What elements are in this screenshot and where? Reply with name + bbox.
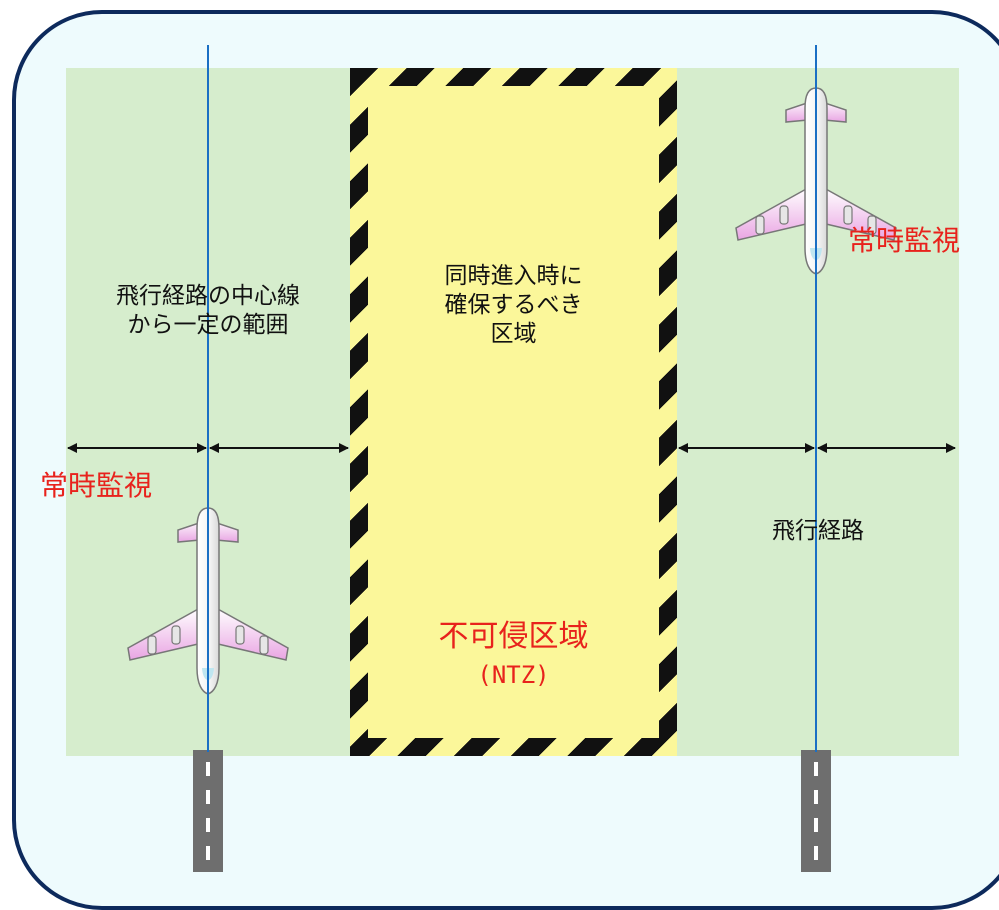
left-runway-icon [193, 750, 223, 872]
diagram-graphics [67, 45, 956, 872]
left-zone-label: 飛行経路の中心線 から一定の範囲 [66, 282, 350, 340]
ntz-description-line2: 確保するべき [444, 292, 583, 319]
flight-path-label: 飛行経路 [772, 518, 864, 544]
left-zone-label-line1: 飛行経路の中心線 [116, 283, 300, 309]
ntz-description-line3: 区域 [490, 321, 537, 348]
monitor-left-label: 常時監視 [40, 469, 153, 502]
no-transgression-zone [350, 68, 677, 756]
left-zone-label-line2: から一定の範囲 [127, 312, 289, 339]
monitor-right-label: 常時監視 [848, 224, 961, 257]
ntz-abbrev: (NTZ) [477, 661, 550, 689]
right-runway-icon [801, 750, 831, 872]
ntz-description-line1: 同時進入時に [444, 263, 583, 289]
ntz-title: 不可侵区域 [438, 619, 589, 654]
ntz-description: 同時進入時に 確保するべき 区域 [368, 262, 659, 350]
